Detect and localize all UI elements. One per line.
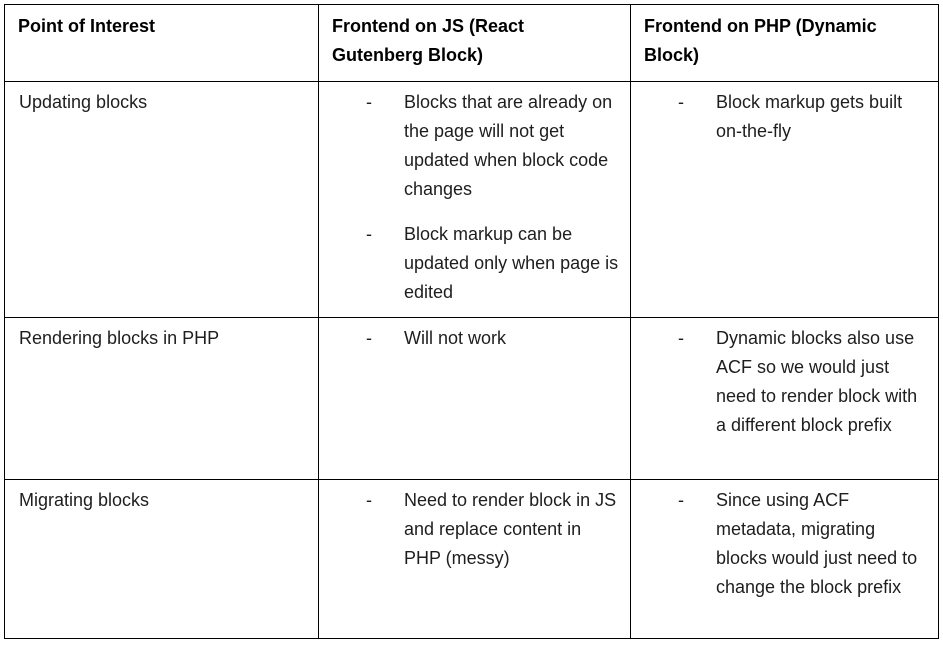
bullet-item: - Since using ACF metadata, migrating bl… [631, 486, 930, 602]
bullet-text: Block markup gets built on-the-fly [716, 92, 903, 141]
bullet-item: - Block markup can be updated only when … [319, 220, 622, 307]
bullet-dash: - [366, 224, 372, 244]
bullet-dash: - [366, 328, 372, 348]
column-header-frontend-php: Frontend on PHP (Dynamic Block) [630, 4, 939, 82]
comparison-table: Point of Interest Frontend on JS (React … [4, 4, 939, 639]
bullet-item: - Will not work [319, 324, 622, 353]
bullet-text: Since using ACF metadata, migrating bloc… [716, 490, 918, 597]
bullet-dash: - [678, 92, 684, 112]
bullet-text: Blocks that are already on the page will… [404, 92, 613, 199]
php-cell: - Block markup gets built on-the-fly [630, 81, 939, 318]
bullet-item: - Need to render block in JS and replace… [319, 486, 622, 573]
column-header-frontend-js: Frontend on JS (React Gutenberg Block) [318, 4, 631, 82]
table-row-updating-blocks: Updating blocks - Blocks that are alread… [4, 81, 939, 318]
table-row-rendering-blocks: Rendering blocks in PHP - Will not work … [4, 317, 939, 480]
table-row-migrating-blocks: Migrating blocks - Need to render block … [4, 479, 939, 639]
bullet-dash: - [366, 490, 372, 510]
php-cell: - Dynamic blocks also use ACF so we woul… [630, 317, 939, 480]
column-header-point-of-interest: Point of Interest [4, 4, 319, 82]
point-cell: Migrating blocks [4, 479, 319, 639]
bullet-text: Block markup can be updated only when pa… [404, 224, 619, 302]
js-cell: - Blocks that are already on the page wi… [318, 81, 631, 318]
point-cell: Rendering blocks in PHP [4, 317, 319, 480]
bullet-text: Will not work [404, 328, 507, 348]
js-cell: - Will not work [318, 317, 631, 480]
bullet-item: - Block markup gets built on-the-fly [631, 88, 930, 146]
bullet-dash: - [678, 328, 684, 348]
js-cell: - Need to render block in JS and replace… [318, 479, 631, 639]
bullet-text: Dynamic blocks also use ACF so we would … [716, 328, 918, 435]
bullet-text: Need to render block in JS and replace c… [404, 490, 617, 568]
point-cell: Updating blocks [4, 81, 319, 318]
bullet-item: - Blocks that are already on the page wi… [319, 88, 622, 204]
bullet-dash: - [678, 490, 684, 510]
bullet-dash: - [366, 92, 372, 112]
php-cell: - Since using ACF metadata, migrating bl… [630, 479, 939, 639]
bullet-item: - Dynamic blocks also use ACF so we woul… [631, 324, 930, 440]
header-row: Point of Interest Frontend on JS (React … [4, 4, 939, 82]
